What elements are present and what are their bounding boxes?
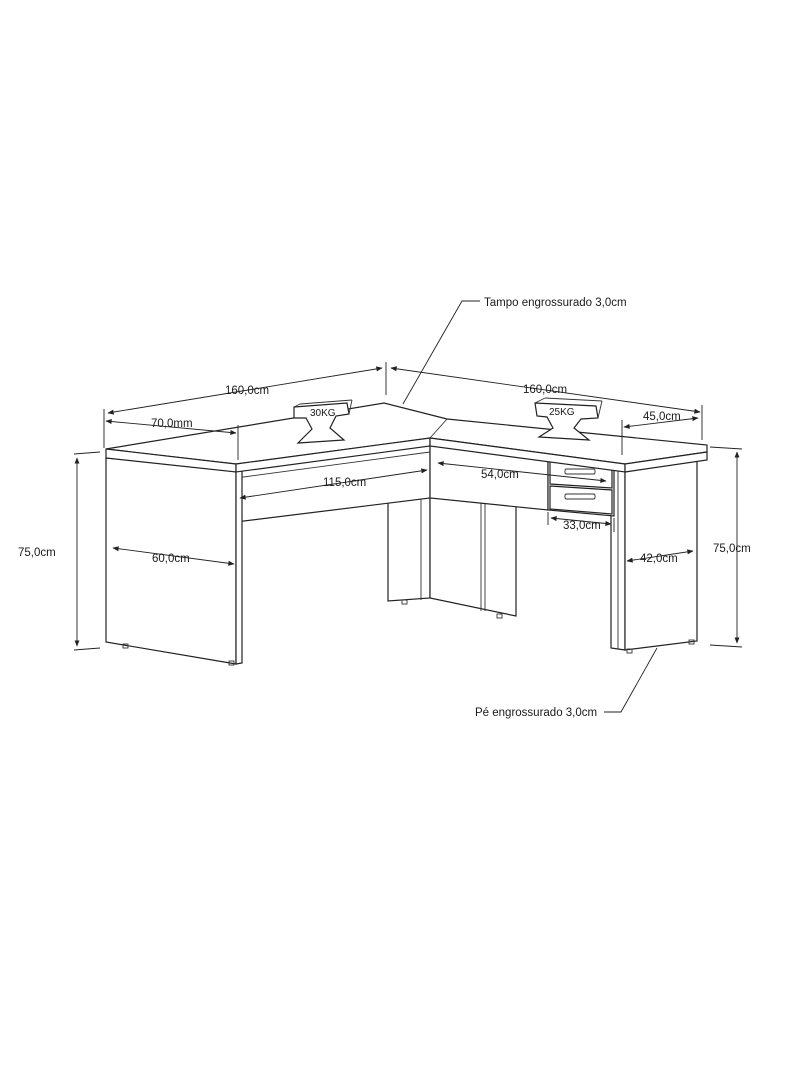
dim-top-width-right: 160,0cm — [523, 384, 567, 396]
central-cabinet — [387, 487, 517, 619]
labels: Tampo engrossurado 3,0cm Pé engrossurado… — [18, 297, 751, 719]
dim-leg-depth-right: 42,0cm — [640, 553, 678, 565]
callout-pe: Pé engrossurado 3,0cm — [475, 707, 597, 719]
dim-height-right: 75,0cm — [713, 543, 751, 555]
dim-inner-span: 115,0cm — [323, 477, 366, 489]
dim-height-left: 75,0cm — [18, 547, 56, 559]
desk-body: 30KG 25KG — [105, 397, 708, 666]
callout-tampo: Tampo engrossurado 3,0cm — [484, 297, 627, 309]
dim-drawer-depth: 54,0cm — [481, 469, 519, 481]
dim-depth-left: 70,0mm — [151, 418, 193, 430]
drawer-handle-icon — [564, 493, 596, 500]
dim-top-width-left: 160,0cm — [225, 385, 269, 397]
weight-label-left: 30KG — [310, 408, 336, 419]
dim-drawer-width: 33,0cm — [563, 520, 601, 532]
dim-depth-right: 45,0cm — [643, 411, 681, 423]
dim-leg-depth-left: 60,0cm — [152, 553, 190, 565]
weight-label-right: 25KG — [549, 407, 575, 418]
dimension-lines — [73, 300, 743, 713]
